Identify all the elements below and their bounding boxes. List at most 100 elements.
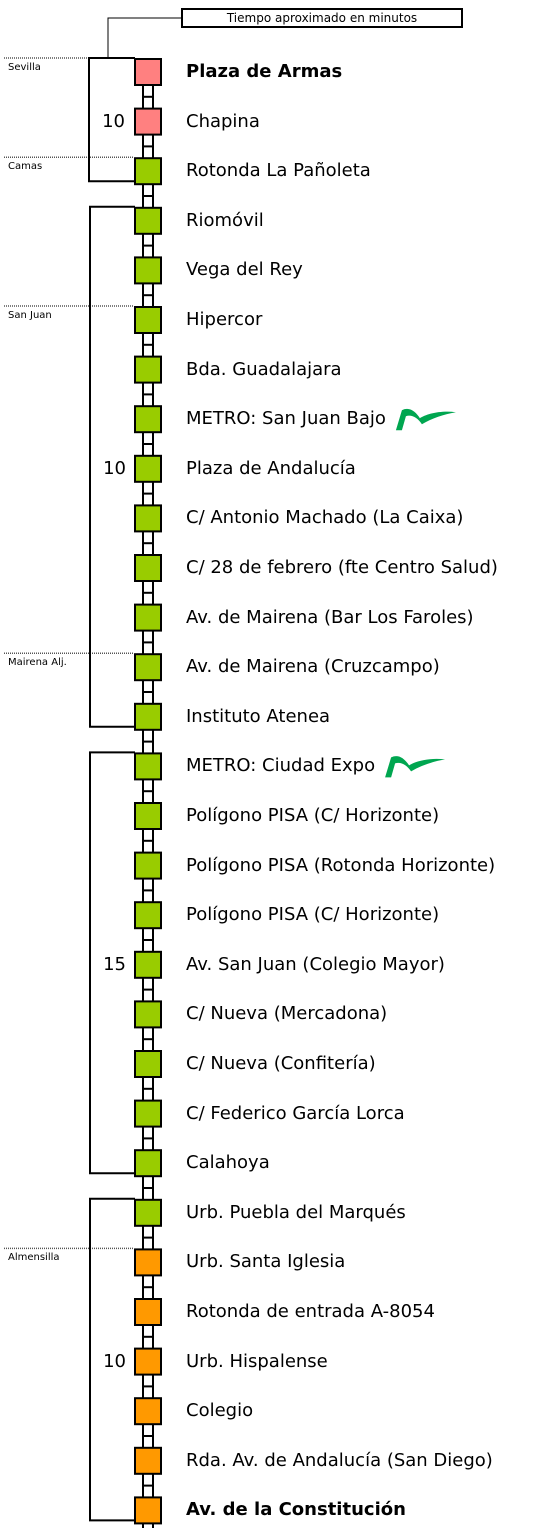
segment-bracket <box>89 1197 135 1522</box>
stop-marker <box>134 1298 162 1326</box>
stop-name: Polígono PISA (C/ Horizonte) <box>186 904 440 926</box>
legend-box: Tiempo aproximado en minutos <box>181 8 463 28</box>
metro-logos <box>385 408 456 778</box>
stop-marker <box>134 1198 162 1227</box>
stop-marker <box>134 1248 162 1277</box>
municipality-label: Sevilla <box>8 62 41 73</box>
stop-marker <box>134 306 162 334</box>
stop-name: Av. de Mairena (Cruzcampo) <box>186 656 440 678</box>
municipality-label: San Juan <box>8 310 52 321</box>
stop-name: Hipercor <box>186 309 263 330</box>
metro-icon-shape <box>385 756 446 778</box>
stop-label: METRO: San Juan Bajo <box>186 408 386 430</box>
stop-marker <box>134 702 162 731</box>
stop-label: Rda. Av. de Andalucía (San Diego) <box>186 1450 493 1472</box>
stop-name: Bda. Guadalajara <box>186 358 342 380</box>
stop-name: C/ 28 de febrero (fte Centro Salud) <box>186 557 498 578</box>
stop-marker <box>134 752 162 781</box>
stop-marker <box>134 1347 162 1376</box>
stop-label: Bda. Guadalajara <box>186 359 342 381</box>
stop-label: C/ Antonio Machado (La Caixa) <box>186 507 463 529</box>
stop-label: Urb. Santa Iglesia <box>186 1251 345 1273</box>
stop-name: Instituto Atenea <box>186 705 331 727</box>
stop-name: C/ Federico García Lorca <box>186 1102 405 1124</box>
stop-marker <box>134 107 162 136</box>
stop-name: Chapina <box>186 110 260 132</box>
metro-icon-shape <box>395 408 456 431</box>
stop-marker <box>134 1446 162 1475</box>
stop-label: Plaza de Andalucía <box>186 458 356 480</box>
municipality-label: Almensilla <box>8 1252 60 1264</box>
stop-name: C/ Nueva (Mercadona) <box>186 1003 388 1025</box>
metro-icon <box>395 408 456 431</box>
stop-label: Vega del Rey <box>186 259 303 281</box>
stop-label: C/ Nueva (Confitería) <box>186 1053 376 1075</box>
stop-name: C/ Antonio Machado (La Caixa) <box>186 507 464 529</box>
stop-label: Plaza de Armas <box>186 61 342 83</box>
stop-name: Rda. Av. de Andalucía (San Diego) <box>186 1449 493 1471</box>
stop-marker <box>134 1149 162 1178</box>
stop-label: Hipercor <box>186 309 262 331</box>
stop-name: METRO: Ciudad Expo <box>186 755 376 777</box>
stop-marker <box>134 901 162 930</box>
stop-name: Urb. Santa Iglesia <box>186 1251 346 1273</box>
stop-marker <box>134 603 162 632</box>
stop-label: C/ 28 de febrero (fte Centro Salud) <box>186 557 498 579</box>
stop-name: Colegio <box>186 1400 254 1422</box>
stop-label: METRO: Ciudad Expo <box>186 755 375 777</box>
stop-label: Rotonda de entrada A-8054 <box>186 1301 435 1323</box>
segment-minutes: 10 <box>103 1350 126 1372</box>
stop-name: Urb. Puebla del Marqués <box>186 1201 406 1223</box>
stop-label: Av. San Juan (Colegio Mayor) <box>186 954 445 976</box>
metro-icon <box>385 756 446 778</box>
stop-label: Rotonda La Pañoleta <box>186 160 371 182</box>
stop-marker <box>134 405 162 434</box>
stop-name: Av. de la Constitución <box>186 1499 406 1521</box>
stop-name: Urb. Hispalense <box>186 1350 328 1372</box>
stop-label: Chapina <box>186 111 260 133</box>
stop-name: Riomóvil <box>186 209 264 231</box>
stop-label: Av. de Mairena (Bar Los Faroles) <box>186 607 474 629</box>
municipality-label: Mairena Alj. <box>8 657 67 669</box>
stop-label: Colegio <box>186 1400 253 1422</box>
stop-label: C/ Federico García Lorca <box>186 1103 405 1125</box>
stop-name: Rotonda de entrada A-8054 <box>186 1301 435 1322</box>
stop-label: Av. de Mairena (Cruzcampo) <box>186 656 440 678</box>
stop-marker <box>134 1050 162 1078</box>
stop-label: Instituto Atenea <box>186 706 330 728</box>
stop-name: Vega del Rey <box>186 259 303 281</box>
stop-marker <box>134 504 162 533</box>
stop-marker <box>134 1000 162 1029</box>
stop-marker <box>134 950 162 979</box>
stop-label: Calahoya <box>186 1152 270 1174</box>
stop-name: Polígono PISA (Rotonda Horizonte) <box>186 854 496 876</box>
stop-name: Av. San Juan (Colegio Mayor) <box>186 953 445 975</box>
segment-minutes: 10 <box>103 457 126 479</box>
stop-name: Calahoya <box>186 1152 270 1174</box>
stop-name: METRO: San Juan Bajo <box>186 408 386 430</box>
segment-bracket <box>89 751 135 1175</box>
stop-name: Polígono PISA (C/ Horizonte) <box>186 805 440 826</box>
stop-label: Riomóvil <box>186 210 264 232</box>
stop-marker <box>134 256 162 285</box>
stop-marker <box>134 1496 162 1525</box>
stop-markers <box>134 58 162 1525</box>
stop-marker <box>134 653 162 682</box>
stop-label: Av. de la Constitución <box>186 1499 406 1521</box>
stop-marker <box>134 554 162 582</box>
stop-name: Plaza de Andalucía <box>186 457 356 479</box>
stop-marker <box>134 58 162 86</box>
stop-label: Polígono PISA (C/ Horizonte) <box>186 904 439 926</box>
stop-marker <box>134 157 162 186</box>
stop-name: Rotonda La Pañoleta <box>186 160 371 182</box>
stop-label: Urb. Hispalense <box>186 1351 328 1373</box>
segment-bracket <box>89 205 135 728</box>
stop-label: Polígono PISA (C/ Horizonte) <box>186 805 439 827</box>
stop-name: Plaza de Armas <box>186 61 343 82</box>
stop-marker <box>134 1099 162 1128</box>
segment-minutes: 15 <box>103 953 126 975</box>
stop-marker <box>134 802 162 830</box>
segment-bracket <box>88 57 135 183</box>
stop-marker <box>134 851 162 880</box>
